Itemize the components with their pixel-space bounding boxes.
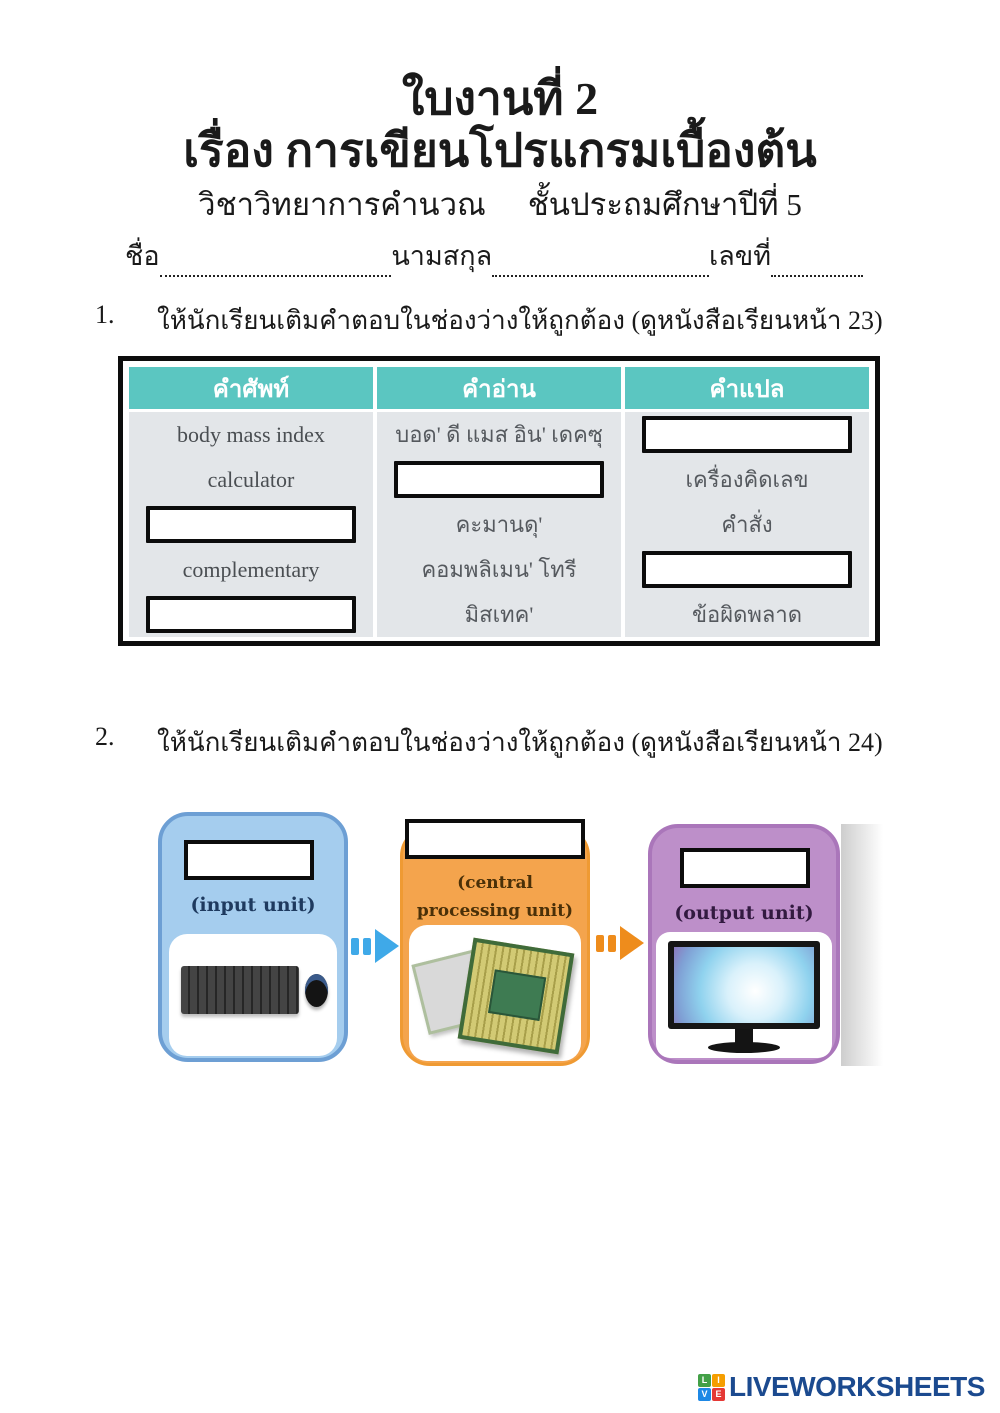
monitor-stand — [735, 1029, 753, 1044]
table-header-word: คำศัพท์ — [129, 367, 373, 409]
cpu-unit-box: (central processing unit) — [400, 819, 590, 1066]
question-2-text: ให้นักเรียนเติมคำตอบในช่องว่างให้ถูกต้อง… — [157, 728, 883, 757]
output-unit-image-panel — [656, 932, 832, 1058]
liveworksheets-wordmark: LIVEWORKSHEETS — [729, 1371, 985, 1402]
table-cell: complementary — [129, 547, 373, 592]
table-cell — [625, 547, 869, 592]
monitor-base — [708, 1042, 780, 1053]
table-cell: คำสั่ง — [625, 502, 869, 547]
cpu-unit-label: (central processing unit) — [416, 873, 574, 922]
output-unit-label: (output unit) — [674, 902, 814, 924]
table-cell: เครื่องคิดเลข — [625, 457, 869, 502]
monitor-image — [668, 941, 820, 1029]
table-cell: บอด' ดี แมส อิน' เดคซุ — [377, 412, 621, 457]
liveworksheets-grid-icon: L I V E — [698, 1373, 725, 1401]
worksheet-subject-line: วิชาวิทยาการคำนวณ ชั้นประถมศึกษาปีที่ 5 — [0, 179, 1000, 229]
name-label: ชื่อ — [125, 241, 160, 271]
answer-input-cpu-unit[interactable] — [405, 819, 585, 859]
scan-shadow-artifact — [841, 824, 883, 1066]
grade-label: ชั้นประถมศึกษาปีที่ 5 — [527, 187, 802, 223]
worksheet-topic-title: เรื่อง การเขียนโปรแกรมเบื้องต้น — [183, 124, 817, 176]
table-cell: มิสเทค' — [377, 592, 621, 637]
liveworksheets-logo: L I V E LIVEWORKSHEETS — [698, 1371, 985, 1403]
table-cell — [625, 412, 869, 457]
logo-square-v: V — [698, 1387, 711, 1401]
table-cell: คอมพลิเมน' โทรี — [377, 547, 621, 592]
output-unit-box: (output unit) — [648, 824, 840, 1064]
arrow-dash — [363, 937, 371, 955]
answer-input-output-unit[interactable] — [680, 848, 810, 888]
logo-square-i: I — [712, 1373, 725, 1387]
table-header-translation: คำแปล — [625, 367, 869, 409]
input-unit-label: (input unit) — [190, 894, 316, 916]
subject-label: วิชาวิทยาการคำนวณ — [198, 187, 486, 223]
table-cell: body mass index — [129, 412, 373, 457]
arrow-dash — [351, 937, 359, 955]
answer-input-r3-word[interactable] — [146, 506, 356, 543]
mouse-image — [305, 974, 328, 1007]
table-cell: ข้อผิดพลาด — [625, 592, 869, 637]
table-cell — [129, 592, 373, 637]
number-dotted-line — [771, 247, 863, 277]
answer-input-r1-translation[interactable] — [642, 416, 852, 453]
arrow-dash — [596, 934, 604, 952]
table-header-pronunciation: คำอ่าน — [377, 367, 621, 409]
arrow-dash — [608, 934, 616, 952]
input-unit-box: (input unit) — [158, 812, 348, 1062]
table-cell: calculator — [129, 457, 373, 502]
cpu-image-panel — [409, 925, 581, 1061]
cpu-chip-front-image — [457, 937, 575, 1055]
answer-input-input-unit[interactable] — [184, 840, 314, 880]
vocabulary-table: คำศัพท์ คำอ่าน คำแปล body mass index บอด… — [118, 356, 880, 646]
answer-input-r2-pronunciation[interactable] — [394, 461, 604, 498]
logo-square-l: L — [698, 1373, 711, 1387]
table-cell — [129, 502, 373, 547]
title-block: ใบงานที่ 2 เรื่อง การเขียนโปรแกรมเบื้องต… — [0, 73, 1000, 229]
worksheet-number-title: ใบงานที่ 2 — [401, 73, 599, 124]
input-unit-image-panel — [169, 934, 337, 1056]
table-cell: คะมานดุ' — [377, 502, 621, 547]
answer-input-r4-translation[interactable] — [642, 551, 852, 588]
cpu-core-image — [488, 969, 547, 1021]
monitor-screen-glow — [674, 947, 814, 1023]
surname-label: นามสกุล — [391, 241, 493, 271]
name-dotted-line — [159, 247, 392, 277]
student-info-line: ชื่อ นามสกุล เลขที่ — [125, 234, 863, 277]
answer-input-r5-word[interactable] — [146, 596, 356, 633]
question-1-number: 1. — [95, 300, 115, 329]
logo-square-e: E — [712, 1387, 725, 1401]
arrow-input-to-cpu — [351, 929, 399, 963]
question-1: 1. ให้นักเรียนเติมคำตอบในช่องว่างให้ถูกต… — [95, 300, 925, 341]
question-1-text: ให้นักเรียนเติมคำตอบในช่องว่างให้ถูกต้อง… — [157, 306, 883, 335]
question-2-number: 2. — [95, 722, 115, 751]
question-2: 2. ให้นักเรียนเติมคำตอบในช่องว่างให้ถูกต… — [95, 722, 925, 763]
surname-dotted-line — [492, 247, 709, 277]
arrow-head-icon — [375, 929, 399, 963]
table-cell — [377, 457, 621, 502]
number-label: เลขที่ — [708, 241, 771, 271]
keyboard-image — [181, 966, 299, 1014]
arrow-head-icon — [620, 926, 644, 960]
arrow-cpu-to-output — [596, 926, 644, 960]
